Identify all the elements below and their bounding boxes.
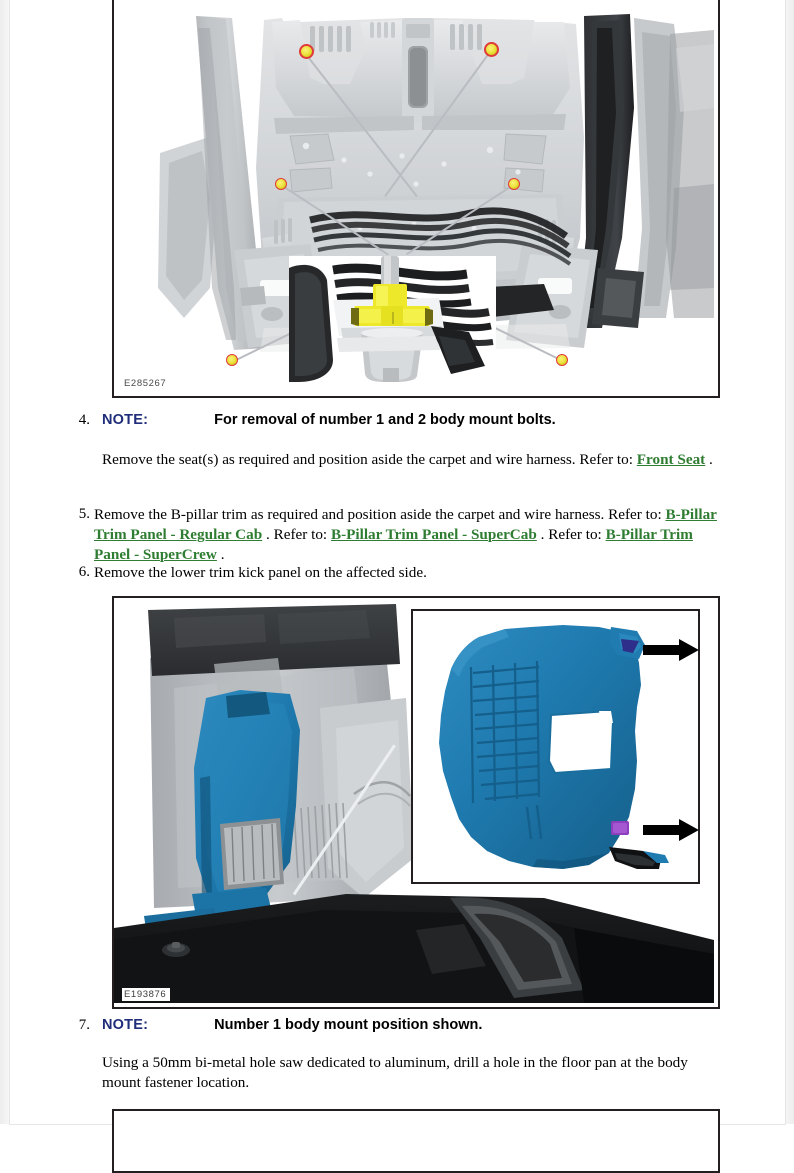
page-edge-left xyxy=(0,0,10,1124)
figure-2-artwork xyxy=(114,598,718,1007)
figure-1-floor-pan: E285267 xyxy=(112,0,720,398)
figure-2-kick-panel: E193876 xyxy=(112,596,720,1009)
step-5-mid-2: . Refer to: xyxy=(536,526,606,543)
kick-panel-component-detail xyxy=(413,611,698,882)
step-6-number: 6. xyxy=(78,564,90,580)
page-edge-right xyxy=(784,0,794,1124)
step-4-body: Remove the seat(s) as required and posit… xyxy=(102,450,720,470)
figure-2-code: E193876 xyxy=(122,988,171,1001)
step-4-note-label: NOTE: xyxy=(102,412,149,428)
link-b-pillar-regular-cab[interactable]: B-Pillar Trim Panel - Regular Cab xyxy=(94,506,717,543)
step-4-note-row: NOTE: For removal of number 1 and 2 body… xyxy=(102,411,702,429)
figure-1-inset-body-mount xyxy=(289,256,496,382)
figure-3-artwork xyxy=(114,1111,718,1171)
step-4-note-text: For removal of number 1 and 2 body mount… xyxy=(214,412,556,428)
arrow-bottom-icon xyxy=(643,819,698,841)
step-4-number: 4. xyxy=(78,412,90,428)
figure-1-artwork xyxy=(114,0,718,396)
step-5-mid-1: . Refer to: xyxy=(262,526,331,543)
callout-marker-5 xyxy=(226,354,238,366)
step-5-number: 5. xyxy=(78,506,90,522)
body-mount-bushing-detail xyxy=(289,256,496,382)
step-7-note-row: NOTE: Number 1 body mount position shown… xyxy=(102,1016,702,1034)
step-7-note-text: Number 1 body mount position shown. xyxy=(214,1017,483,1033)
callout-marker-6 xyxy=(556,354,568,366)
link-front-seat[interactable]: Front Seat xyxy=(636,451,706,468)
step-7-note-label: NOTE: xyxy=(102,1017,149,1033)
step-7-number: 7. xyxy=(78,1017,90,1033)
figure-2-inset-removed-panel xyxy=(411,609,700,884)
figure-1-code: E285267 xyxy=(122,377,171,390)
figure-3-partial xyxy=(112,1109,720,1173)
callout-marker-4 xyxy=(508,178,520,190)
step-5-body: Remove the B-pillar trim as required and… xyxy=(94,505,724,565)
step-6-body: Remove the lower trim kick panel on the … xyxy=(94,564,427,581)
document-page: E285267 xyxy=(10,0,785,1173)
callout-marker-3 xyxy=(275,178,287,190)
step-5-body-suffix: . xyxy=(216,546,225,563)
step-7-body: Using a 50mm bi-metal hole saw dedicated… xyxy=(102,1054,688,1091)
step-4-body-prefix: Remove the seat(s) as required and posit… xyxy=(102,451,637,468)
arrow-top-icon xyxy=(643,639,698,661)
step-4-body-suffix: . xyxy=(705,451,713,468)
step-5-body-prefix: Remove the B-pillar trim as required and… xyxy=(94,506,666,523)
link-b-pillar-supercrew[interactable]: B-Pillar Trim Panel - SuperCrew xyxy=(94,526,693,563)
link-b-pillar-supercab[interactable]: B-Pillar Trim Panel - SuperCab xyxy=(330,526,537,543)
callout-marker-2 xyxy=(484,42,499,57)
callout-marker-1 xyxy=(299,44,314,59)
